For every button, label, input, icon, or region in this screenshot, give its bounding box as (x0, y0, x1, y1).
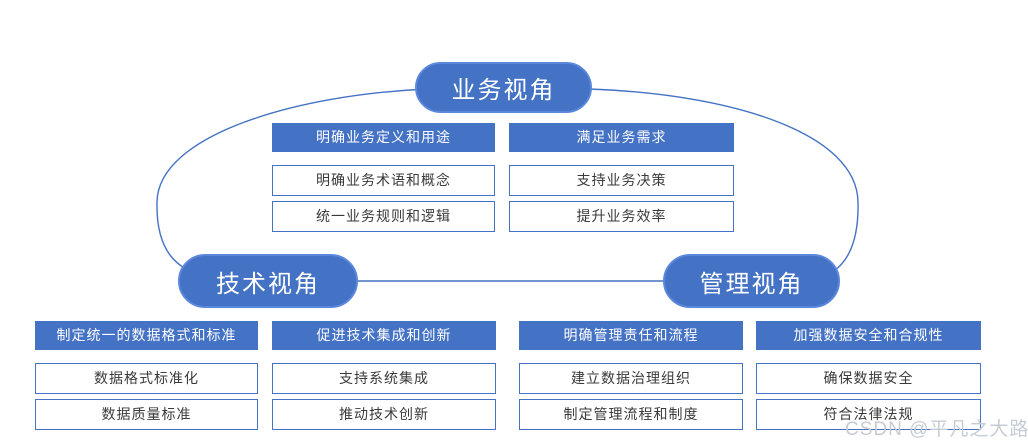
column-header: 明确业务定义和用途 (272, 123, 495, 152)
csdn-watermark: CSDN @平凡之大路 (845, 419, 1028, 440)
node-technical-perspective: 技术视角 (178, 254, 358, 308)
node-management-perspective: 管理视角 (663, 254, 840, 308)
column-business-needs: 满足业务需求 支持业务决策 提升业务效率 (509, 123, 734, 232)
column-item: 明确业务术语和概念 (272, 165, 495, 196)
column-header: 促进技术集成和创新 (272, 321, 496, 350)
column-item: 制定管理流程和制度 (519, 399, 743, 430)
column-data-standards: 制定统一的数据格式和标准 数据格式标准化 数据质量标准 (35, 321, 258, 430)
column-item: 数据质量标准 (35, 399, 258, 430)
column-item: 支持业务决策 (509, 165, 734, 196)
column-item: 符合法律法规 (756, 399, 981, 430)
column-business-definition: 明确业务定义和用途 明确业务术语和概念 统一业务规则和逻辑 (272, 123, 495, 232)
column-item: 确保数据安全 (756, 363, 981, 394)
column-item: 支持系统集成 (272, 363, 496, 394)
column-header: 制定统一的数据格式和标准 (35, 321, 258, 350)
column-item: 数据格式标准化 (35, 363, 258, 394)
column-item: 推动技术创新 (272, 399, 496, 430)
column-management-responsibility: 明确管理责任和流程 建立数据治理组织 制定管理流程和制度 (519, 321, 743, 430)
node-business-label: 业务视角 (451, 77, 556, 104)
connector-path (156, 88, 859, 282)
column-item: 统一业务规则和逻辑 (272, 201, 495, 232)
column-header: 明确管理责任和流程 (519, 321, 743, 350)
column-item: 提升业务效率 (509, 201, 734, 232)
column-tech-integration: 促进技术集成和创新 支持系统集成 推动技术创新 (272, 321, 496, 430)
node-technical-label: 技术视角 (216, 270, 320, 298)
column-item: 建立数据治理组织 (519, 363, 743, 394)
column-header: 满足业务需求 (509, 123, 734, 152)
node-business-perspective: 业务视角 (415, 62, 592, 113)
node-management-label: 管理视角 (699, 270, 804, 298)
column-data-security: 加强数据安全和合规性 确保数据安全 符合法律法规 (756, 321, 981, 430)
column-header: 加强数据安全和合规性 (756, 321, 981, 350)
